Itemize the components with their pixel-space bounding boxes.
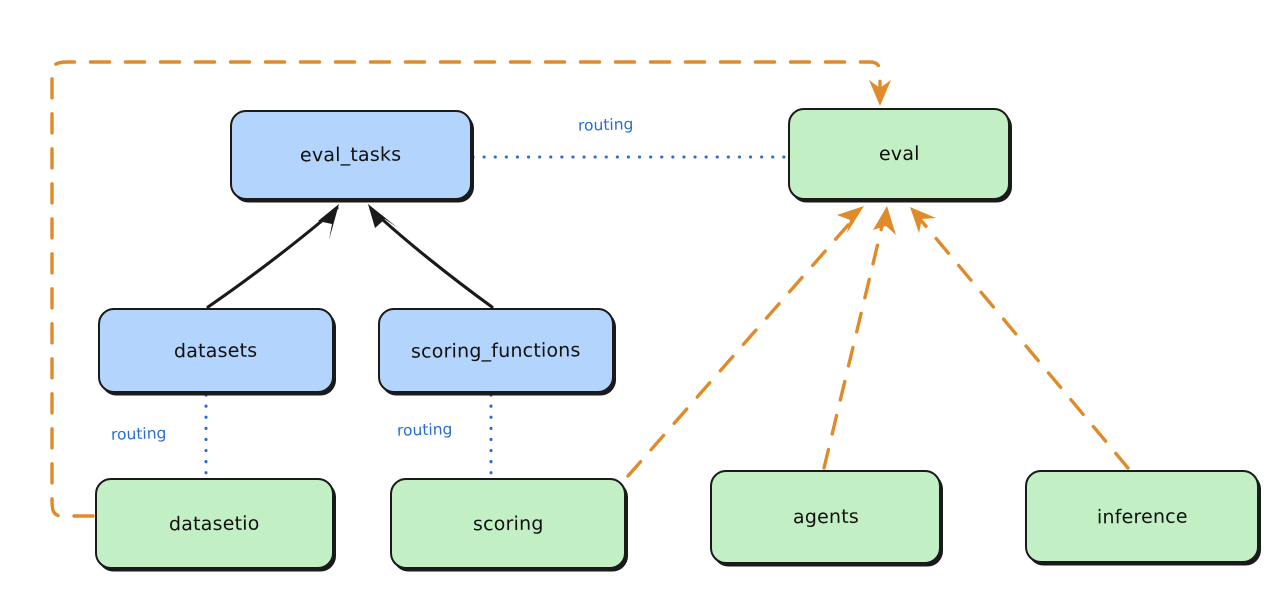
node-eval[interactable]: eval — [788, 108, 1010, 200]
node-label: scoring — [472, 512, 544, 535]
node-datasets[interactable]: datasets — [98, 308, 334, 393]
edge-label-routing-scoring: routing — [396, 420, 453, 440]
node-label: agents — [792, 505, 859, 529]
node-label: inference — [1096, 505, 1188, 528]
node-inference[interactable]: inference — [1025, 470, 1259, 563]
edge-scoring_functions-to-eval_tasks — [368, 204, 494, 309]
edge-label-routing-datasets: routing — [110, 424, 167, 444]
node-scoring-functions[interactable]: scoring_functions — [378, 308, 614, 393]
node-label: scoring_functions — [411, 338, 581, 363]
edge-datasets-to-eval_tasks — [206, 204, 339, 309]
node-label: eval_tasks — [300, 143, 402, 167]
node-label: datasets — [174, 339, 258, 362]
node-label: eval — [878, 142, 920, 166]
edge-scoring-to-eval — [626, 206, 864, 478]
edge-agents-to-eval — [822, 206, 896, 470]
node-agents[interactable]: agents — [710, 470, 941, 564]
node-scoring[interactable]: scoring — [390, 478, 626, 569]
node-label: datasetio — [169, 512, 260, 535]
edge-inference-to-eval — [910, 207, 1130, 470]
node-eval-tasks[interactable]: eval_tasks — [230, 110, 472, 200]
node-datasetio[interactable]: datasetio — [95, 478, 334, 569]
edge-label-routing-eval: routing — [577, 115, 634, 135]
